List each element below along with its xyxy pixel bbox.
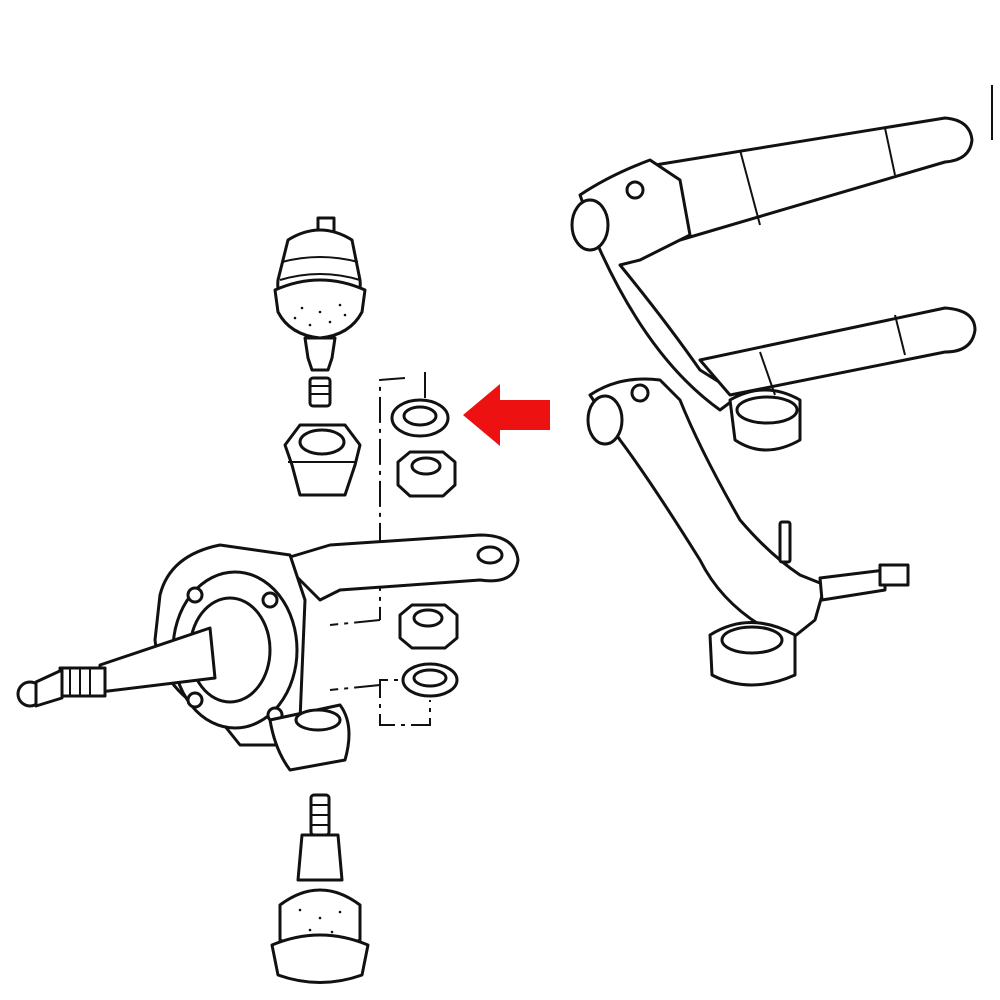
upper-control-arm: [570, 116, 974, 452]
washer-upper: [390, 398, 450, 438]
upper-ball-joint: [273, 216, 367, 408]
hex-nut-lower: [398, 603, 459, 650]
assembly-line-lower: [329, 619, 431, 726]
washer-lower: [401, 662, 459, 698]
castle-nut: [283, 423, 362, 497]
cotter-pin: [778, 520, 792, 564]
lower-ball-joint: [270, 793, 370, 984]
steering-knuckle: [16, 533, 520, 772]
hex-nut-upper: [396, 450, 457, 498]
assembly-line-upper: [379, 372, 426, 620]
highlight-arrow-icon: [463, 384, 550, 446]
lower-control-arm: [586, 306, 977, 687]
